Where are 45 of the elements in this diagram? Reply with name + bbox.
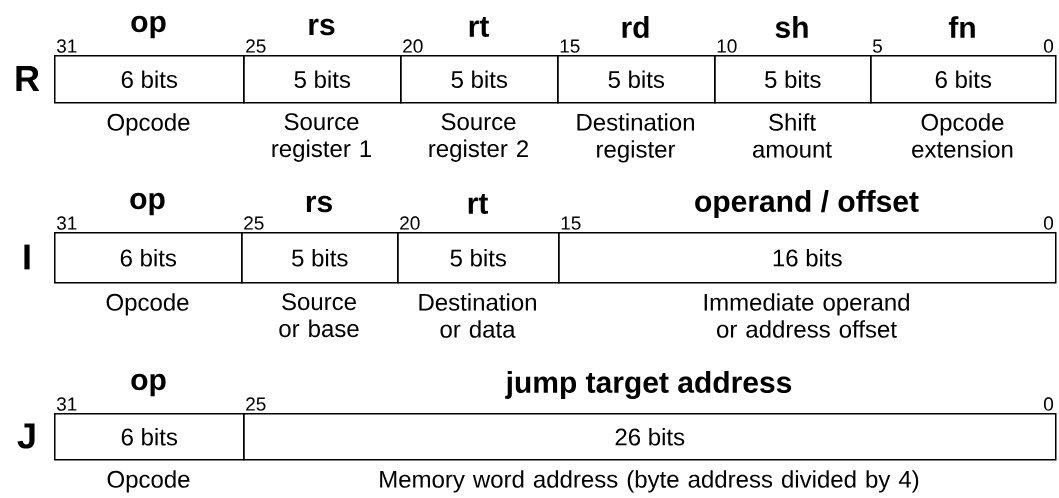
bit-field: 5 bits [243, 55, 402, 104]
field-name: rt [468, 194, 488, 214]
field-name: op [131, 373, 166, 397]
bit-field: 6 bits [54, 55, 245, 104]
field-name: rd [622, 16, 649, 38]
field-description: Opcode [106, 293, 189, 316]
bit-number: 20 [403, 39, 423, 53]
bit-field: 5 bits [400, 55, 559, 104]
field-description: Opcode [107, 470, 190, 493]
bit-field: 5 bits [714, 55, 872, 104]
field-description: Opcode extension [912, 113, 1013, 158]
field-description: Shift amount [753, 113, 832, 158]
bit-number: 15 [560, 39, 580, 53]
bit-number: 20 [400, 216, 420, 230]
bit-number: 25 [246, 39, 266, 53]
field-description: Source register 2 [429, 113, 528, 162]
field-name: rt [469, 17, 489, 37]
field-name: sh [775, 16, 808, 38]
field-name: op [131, 15, 166, 39]
field-name: rs [309, 18, 335, 36]
field-description: Destination or data [419, 293, 536, 338]
bit-field: 6 bits [54, 413, 245, 461]
field-description: Source register 1 [272, 113, 371, 162]
field-name: op [130, 192, 165, 216]
bit-field: 5 bits [397, 232, 560, 284]
field-description: Source or base [279, 293, 359, 338]
field-description: Memory word address (byte address divided by 4) [380, 470, 919, 493]
bit-field: 26 bits [243, 413, 1057, 461]
bit-number: 10 [717, 39, 737, 53]
field-name: rs [306, 195, 332, 213]
bit-number: 25 [246, 397, 266, 411]
field-description: Destination register [577, 113, 694, 163]
bit-number: 5 [872, 39, 882, 53]
field-description: Opcode [107, 113, 190, 136]
field-description: Immediate operand or address offset [704, 293, 909, 338]
field-name: operand / offset [695, 190, 919, 218]
bit-field: 6 bits [870, 55, 1057, 104]
bit-field: 5 bits [241, 232, 399, 284]
bit-number: 25 [244, 216, 264, 230]
bit-number: 15 [561, 216, 581, 230]
field-name: fn [948, 16, 975, 38]
bit-field: 16 bits [558, 232, 1057, 284]
field-name: jump target address [505, 370, 792, 400]
bit-field: 5 bits [557, 55, 716, 104]
bit-field: 6 bits [54, 232, 243, 284]
